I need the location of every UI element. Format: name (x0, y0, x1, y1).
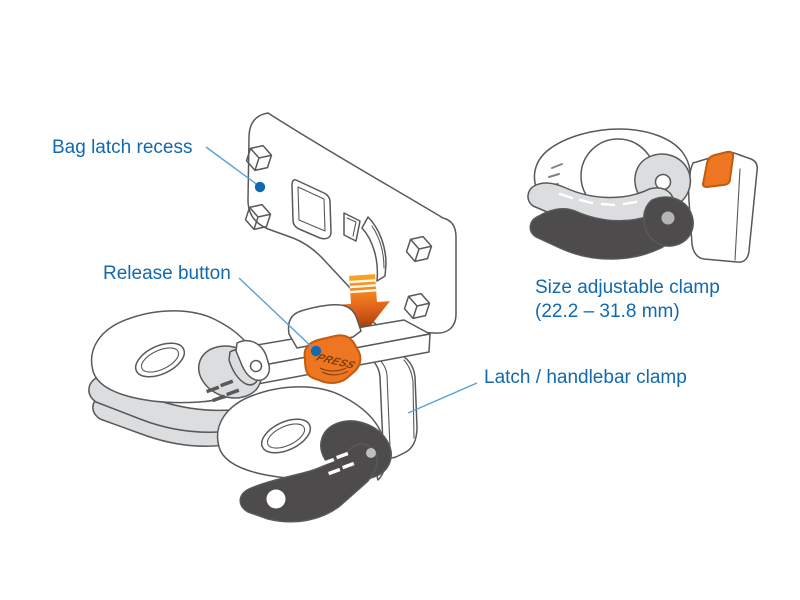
press-button: PRESS (303, 334, 362, 384)
hex-bump-icon (244, 203, 272, 231)
size-adjustable-clamp-detail (527, 128, 758, 263)
left-pivot-hole (249, 359, 263, 373)
label-marker-dot (310, 345, 322, 357)
leader-latch-clamp (407, 382, 478, 414)
hex-bump-icon (245, 144, 273, 172)
bag-latch-recess-label: Bag latch recess (52, 137, 193, 158)
left-clamp-grip-treads (206, 379, 240, 403)
label-marker-dot (254, 181, 266, 193)
leader-release-button (238, 277, 316, 351)
size-adjustable-clamp-label-line1: Size adjustable clamp (535, 277, 720, 298)
bag-latch-plate-drawing (244, 112, 457, 334)
insert-down-arrow-icon (336, 274, 390, 333)
left-clamp-pivot-arm (235, 339, 271, 382)
size-adjustable-clamp-label: Size adjustable clamp (22.2 – 31.8 mm) (535, 276, 720, 324)
curved-slot (361, 216, 387, 282)
size-adjustable-clamp-label-line2: (22.2 – 31.8 mm) (535, 301, 680, 322)
right-clamp-grip-treads (321, 451, 355, 476)
right-foot-hole (266, 489, 286, 509)
right-pivot-hole (366, 448, 376, 458)
detail-middle-jaw-dashes (558, 192, 638, 207)
detail-arm-hole (661, 211, 675, 225)
latch-handlebar-clamp-label: Latch / handlebar clamp (484, 367, 687, 388)
hex-bump-icon (403, 292, 431, 320)
handlebar-clamp-assembly: PRESS (88, 304, 431, 523)
detail-lower-arm (643, 196, 694, 247)
release-button-label: Release button (103, 263, 231, 284)
right-clamp (216, 386, 392, 523)
left-clamp-slot (134, 342, 186, 378)
hex-bump-icon (405, 235, 433, 263)
leader-bag-latch-recess (205, 146, 260, 187)
leader-lines (205, 146, 478, 414)
right-clamp-slot (260, 418, 312, 454)
latch-tab (343, 212, 361, 242)
latch-recess-cutout (291, 179, 332, 240)
orange-latch-tab (702, 150, 735, 188)
